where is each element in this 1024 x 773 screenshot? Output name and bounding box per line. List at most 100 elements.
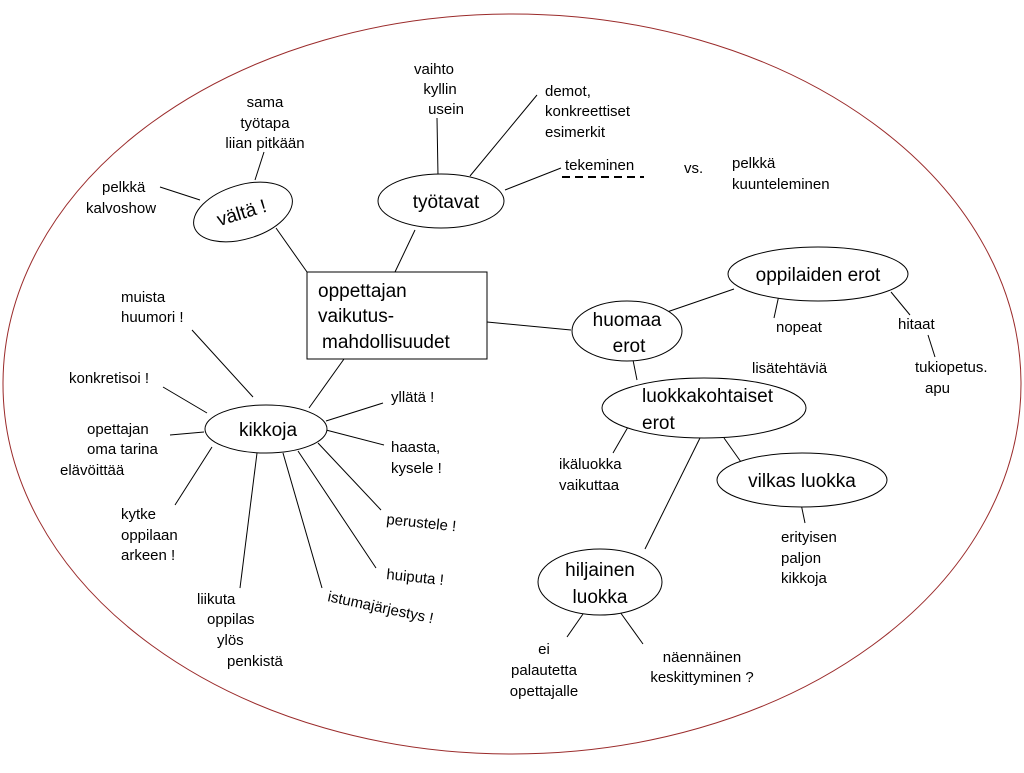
label-erityisen-3: kikkoja	[781, 570, 828, 587]
label-vaihto-1: vaihto	[414, 61, 454, 78]
label-yllata: yllätä !	[391, 389, 434, 406]
connector	[297, 450, 377, 569]
label-ikaluokka-2: vaikuttaa	[559, 477, 620, 494]
connector	[191, 329, 254, 398]
label-sama-2: työtapa	[240, 115, 290, 132]
label-ei-palautetta-3: opettajalle	[510, 683, 578, 700]
label-haasta-1: haasta,	[391, 439, 440, 456]
connector	[275, 227, 308, 273]
node-huomaa-line-2: erot	[613, 336, 646, 357]
label-istuma: istumajärjestys !	[326, 588, 435, 627]
node-huomaa-shape	[571, 300, 683, 362]
label-naennainen-2: keskittyminen ?	[650, 669, 753, 686]
connector	[612, 426, 629, 454]
connector	[254, 151, 265, 181]
label-pelkka-kuunt-2: kuunteleminen	[732, 176, 830, 193]
label-pelkka-kalvo-2: kalvoshow	[86, 200, 156, 217]
label-nopeat: nopeat	[776, 319, 823, 336]
connector	[666, 288, 735, 313]
connector	[644, 437, 701, 550]
label-liikuta-3: ylös	[217, 632, 244, 649]
node-kikkoja: kikkoja	[239, 420, 298, 441]
node-hiljainen-line-2: luokka	[573, 587, 628, 608]
label-sama-1: sama	[247, 94, 284, 111]
label-haasta-2: kysele !	[391, 460, 442, 477]
label-vaihto-2: kyllin	[423, 81, 456, 98]
node-hiljainen-line-1: hiljainen	[565, 560, 635, 581]
label-liikuta-2: oppilas	[207, 611, 255, 628]
center-line-2: vaikutus-	[318, 306, 394, 327]
connector	[162, 386, 208, 414]
label-hitaat: hitaat	[898, 316, 936, 333]
node-oppilaiden: oppilaiden erot	[756, 265, 881, 286]
label-tekeminen: tekeminen	[565, 157, 634, 174]
connector	[317, 442, 382, 511]
label-vaihto-3: usein	[428, 101, 464, 118]
label-naennainen-1: näennäinen	[663, 649, 741, 666]
label-muista-1: muista	[121, 289, 166, 306]
label-tarina-3: elävöittää	[60, 462, 125, 479]
connector	[174, 446, 213, 506]
connector	[169, 431, 205, 436]
connector	[308, 358, 345, 409]
label-perustele: perustele !	[386, 511, 457, 535]
node-vilkas: vilkas luokka	[748, 471, 856, 492]
label-lisatehtavia: lisätehtäviä	[752, 360, 828, 377]
label-tukiopetus-2: apu	[925, 380, 950, 397]
connector	[325, 402, 384, 422]
label-tarina-1: opettajan	[87, 421, 149, 438]
label-erityisen-1: erityisen	[781, 529, 837, 546]
label-ikaluokka-1: ikäluokka	[559, 456, 622, 473]
label-erityisen-2: paljon	[781, 550, 821, 567]
label-muista-2: huumori !	[121, 309, 184, 326]
label-liikuta-4: penkistä	[227, 653, 284, 670]
center-line-3: mahdollisuudet	[322, 332, 451, 353]
label-kytke-1: kytke	[121, 506, 156, 523]
connectors	[159, 94, 936, 645]
label-pelkka-kalvo-1: pelkkä	[102, 179, 146, 196]
node-oppilaiden-shape	[727, 246, 909, 302]
node-hiljainen-shape	[537, 548, 663, 616]
label-kytke-2: oppilaan	[121, 527, 178, 544]
label-demot-3: esimerkit	[545, 124, 606, 141]
connector	[239, 452, 258, 589]
label-huiputa: huiputa !	[386, 566, 445, 589]
node-vilkas-shape	[716, 452, 888, 508]
node-tyotavat: työtavat	[413, 192, 480, 213]
node-kikkoja-shape	[204, 404, 328, 454]
label-vs: vs.	[684, 160, 703, 177]
connector	[394, 229, 416, 273]
label-demot-1: demot,	[545, 83, 591, 100]
label-kytke-3: arkeen !	[121, 547, 175, 564]
node-valta-shape	[193, 181, 293, 243]
label-konkretisoi: konkretisoi !	[69, 370, 149, 387]
connector	[325, 429, 385, 446]
node-tyotavat-shape	[377, 173, 505, 229]
node-luokkakohtaiset-line-1: luokkakohtaiset	[642, 386, 774, 407]
label-ei-palautetta-2: palautetta	[511, 662, 578, 679]
label-tukiopetus-1: tukiopetus.	[915, 359, 988, 376]
center-line-1: oppettajan	[318, 281, 407, 302]
connector	[566, 613, 584, 638]
connector	[469, 94, 538, 177]
connector	[619, 611, 644, 645]
node-huomaa-line-1: huomaa	[593, 310, 662, 331]
connector	[436, 117, 439, 177]
label-demot-2: konkreettiset	[545, 103, 631, 120]
connector	[723, 437, 742, 463]
connector	[773, 294, 780, 319]
connector	[890, 291, 911, 316]
center-box	[306, 271, 488, 360]
connector	[159, 186, 201, 201]
label-tarina-2: oma tarina	[87, 441, 159, 458]
connector	[632, 359, 638, 381]
node-luokkakohtaiset-line-2: erot	[642, 413, 675, 434]
label-sama-3: liian pitkään	[225, 135, 304, 152]
node-luokkakohtaiset-shape	[601, 377, 807, 439]
connector	[486, 321, 572, 331]
label-liikuta-1: liikuta	[197, 591, 236, 608]
connector	[927, 334, 936, 358]
connector	[504, 167, 562, 191]
